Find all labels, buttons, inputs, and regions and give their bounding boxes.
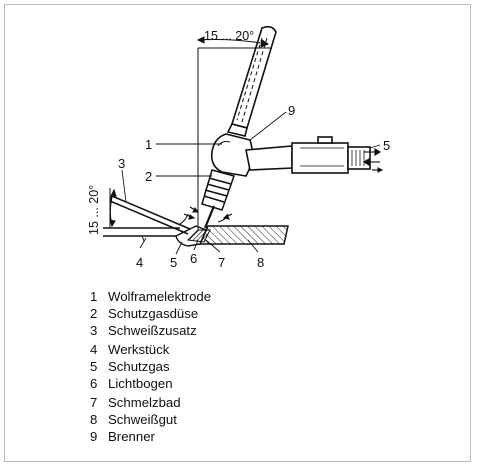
torch-hose	[245, 136, 371, 174]
legend-item: 2 Schutzgasdüse	[90, 305, 211, 322]
callout-1: 1	[145, 137, 153, 152]
legend-item: 4 Werkstück	[90, 341, 173, 358]
legend-item: 1 Wolframelektrode	[90, 288, 211, 305]
legend-number: 1	[90, 289, 98, 304]
legend-text: Schweißgut	[108, 412, 177, 427]
legend-number: 4	[90, 342, 98, 357]
legend-item: 8 Schweißgut	[90, 411, 181, 428]
legend-text: Schweißzusatz	[108, 323, 197, 338]
legend-text: Lichtbogen	[108, 376, 173, 391]
callout-6: 6	[190, 251, 198, 266]
leader-lines	[121, 111, 381, 255]
legend-text: Schutzgasdüse	[108, 306, 199, 321]
callout-2: 2	[145, 169, 153, 184]
legend-text: Wolframelektrode	[108, 289, 212, 304]
legend: 1 Wolframelektrode 2 Schutzgasdüse 3 Schwei…	[90, 288, 211, 339]
angle-label-top: 15 ... 20°	[204, 29, 255, 43]
legend-number: 2	[90, 306, 98, 321]
torch-head	[210, 133, 254, 177]
workpiece-left	[103, 227, 183, 242]
legend-text: Werkstück	[108, 342, 170, 357]
tungsten-electrode	[203, 205, 216, 229]
gas-nozzle	[201, 169, 235, 211]
legend-text: Brenner	[108, 429, 155, 444]
callout-9: 9	[288, 103, 296, 118]
legend-text: Schmelzbad	[108, 395, 181, 410]
callout-8: 8	[257, 255, 265, 270]
callout-4: 4	[136, 255, 144, 270]
legend: 7 Schmelzbad 8 Schweißgut 9 Brenner	[90, 394, 181, 445]
legend-text: Schutzgas	[108, 359, 170, 374]
workpiece-right	[198, 225, 289, 245]
weld-pool	[175, 225, 211, 247]
callout-5: 5	[170, 255, 178, 270]
legend-item: 5 Schutzgas	[90, 358, 173, 375]
legend-number: 8	[90, 412, 98, 427]
legend-number: 6	[90, 376, 98, 391]
angle-label-left: 15 ... 20°	[87, 184, 101, 235]
callout-3: 3	[118, 156, 126, 171]
angle-lines	[109, 36, 272, 230]
legend-item: 6 Lichtbogen	[90, 375, 173, 392]
legend-number: 3	[90, 323, 98, 338]
legend-item: 9 Brenner	[90, 428, 181, 445]
legend-number: 5	[90, 359, 98, 374]
torch-handle	[226, 25, 277, 137]
callout-5-hose: 5	[383, 138, 391, 153]
legend: 4 Werkstück 5 Schutzgas 6 Lichtbogen	[90, 341, 173, 392]
callout-7: 7	[218, 255, 226, 270]
legend-number: 7	[90, 395, 98, 410]
shielding-gas-arrows	[179, 148, 384, 225]
legend-item: 3 Schweißzusatz	[90, 322, 211, 339]
legend-number: 9	[90, 429, 98, 444]
legend-item: 7 Schmelzbad	[90, 394, 181, 411]
